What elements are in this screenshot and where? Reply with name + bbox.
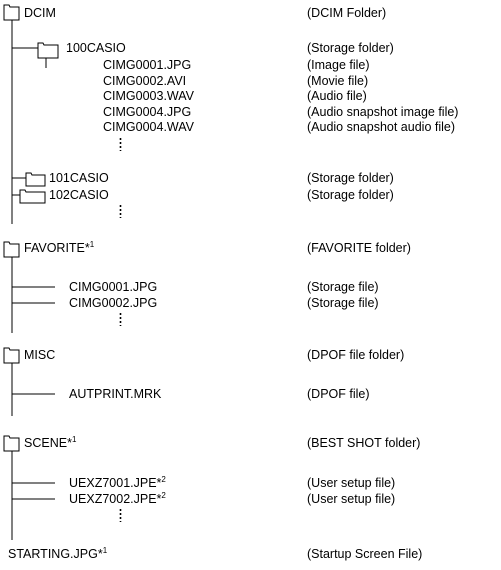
scene-folder-name: SCENE*1 <box>24 435 77 451</box>
scene-folder-desc: (BEST SHOT folder) <box>307 436 421 450</box>
favorite-folder-name: FAVORITE*1 <box>24 240 95 256</box>
dcim-folder-name: DCIM <box>24 6 56 20</box>
more-files-ellipsis <box>119 137 122 151</box>
dcim-folder-icon <box>3 4 20 21</box>
more-files-ellipsis <box>119 312 122 326</box>
file-desc: (Audio snapshot audio file) <box>307 120 456 134</box>
casio102-folder-name: 102CASIO <box>49 188 109 202</box>
favorite-folder-desc: (FAVORITE folder) <box>307 241 411 255</box>
casio101-folder-name: 101CASIO <box>49 171 109 185</box>
favorite-folder-icon <box>3 241 20 258</box>
casio100-folder-icon <box>37 42 59 59</box>
file-desc: (Image file) <box>307 58 370 72</box>
misc-folder-desc: (DPOF file folder) <box>307 348 405 362</box>
scene-folder-icon <box>3 435 20 452</box>
file-desc: (DPOF file) <box>307 387 370 401</box>
file-desc: (Audio file) <box>307 89 367 103</box>
file-desc: (Storage file) <box>307 280 379 294</box>
file-name: CIMG0002.AVI <box>103 74 187 88</box>
file-name: CIMG0004.WAV <box>103 120 194 134</box>
misc-folder-icon <box>3 347 20 364</box>
casio102-folder-icon <box>19 189 46 204</box>
casio100-folder-name: 100CASIO <box>66 41 126 55</box>
file-name: AUTPRINT.MRK <box>69 387 162 401</box>
casio101-folder-icon <box>25 172 46 187</box>
casio100-folder-desc: (Storage folder) <box>307 41 394 55</box>
misc-folder-name: MISC <box>24 348 56 362</box>
file-desc: (Storage file) <box>307 296 379 310</box>
file-desc: (Movie file) <box>307 74 369 88</box>
dcim-folder-desc: (DCIM Folder) <box>307 6 387 20</box>
file-name: UEXZ7002.JPE*2 <box>69 491 166 507</box>
starting-file-desc: (Startup Screen File) <box>307 547 423 561</box>
file-name: CIMG0004.JPG <box>103 105 192 119</box>
starting-file-name: STARTING.JPG*1 <box>8 546 108 562</box>
file-desc: (Audio snapshot image file) <box>307 105 459 119</box>
file-name: CIMG0001.JPG <box>103 58 192 72</box>
file-name: CIMG0001.JPG <box>69 280 158 294</box>
file-name: CIMG0002.JPG <box>69 296 158 310</box>
more-folders-ellipsis <box>119 204 122 218</box>
file-name: UEXZ7001.JPE*2 <box>69 475 166 491</box>
file-desc: (User setup file) <box>307 492 396 506</box>
file-name: CIMG0003.WAV <box>103 89 194 103</box>
casio102-folder-desc: (Storage folder) <box>307 188 394 202</box>
casio101-folder-desc: (Storage folder) <box>307 171 394 185</box>
file-desc: (User setup file) <box>307 476 396 490</box>
more-files-ellipsis <box>119 508 122 522</box>
